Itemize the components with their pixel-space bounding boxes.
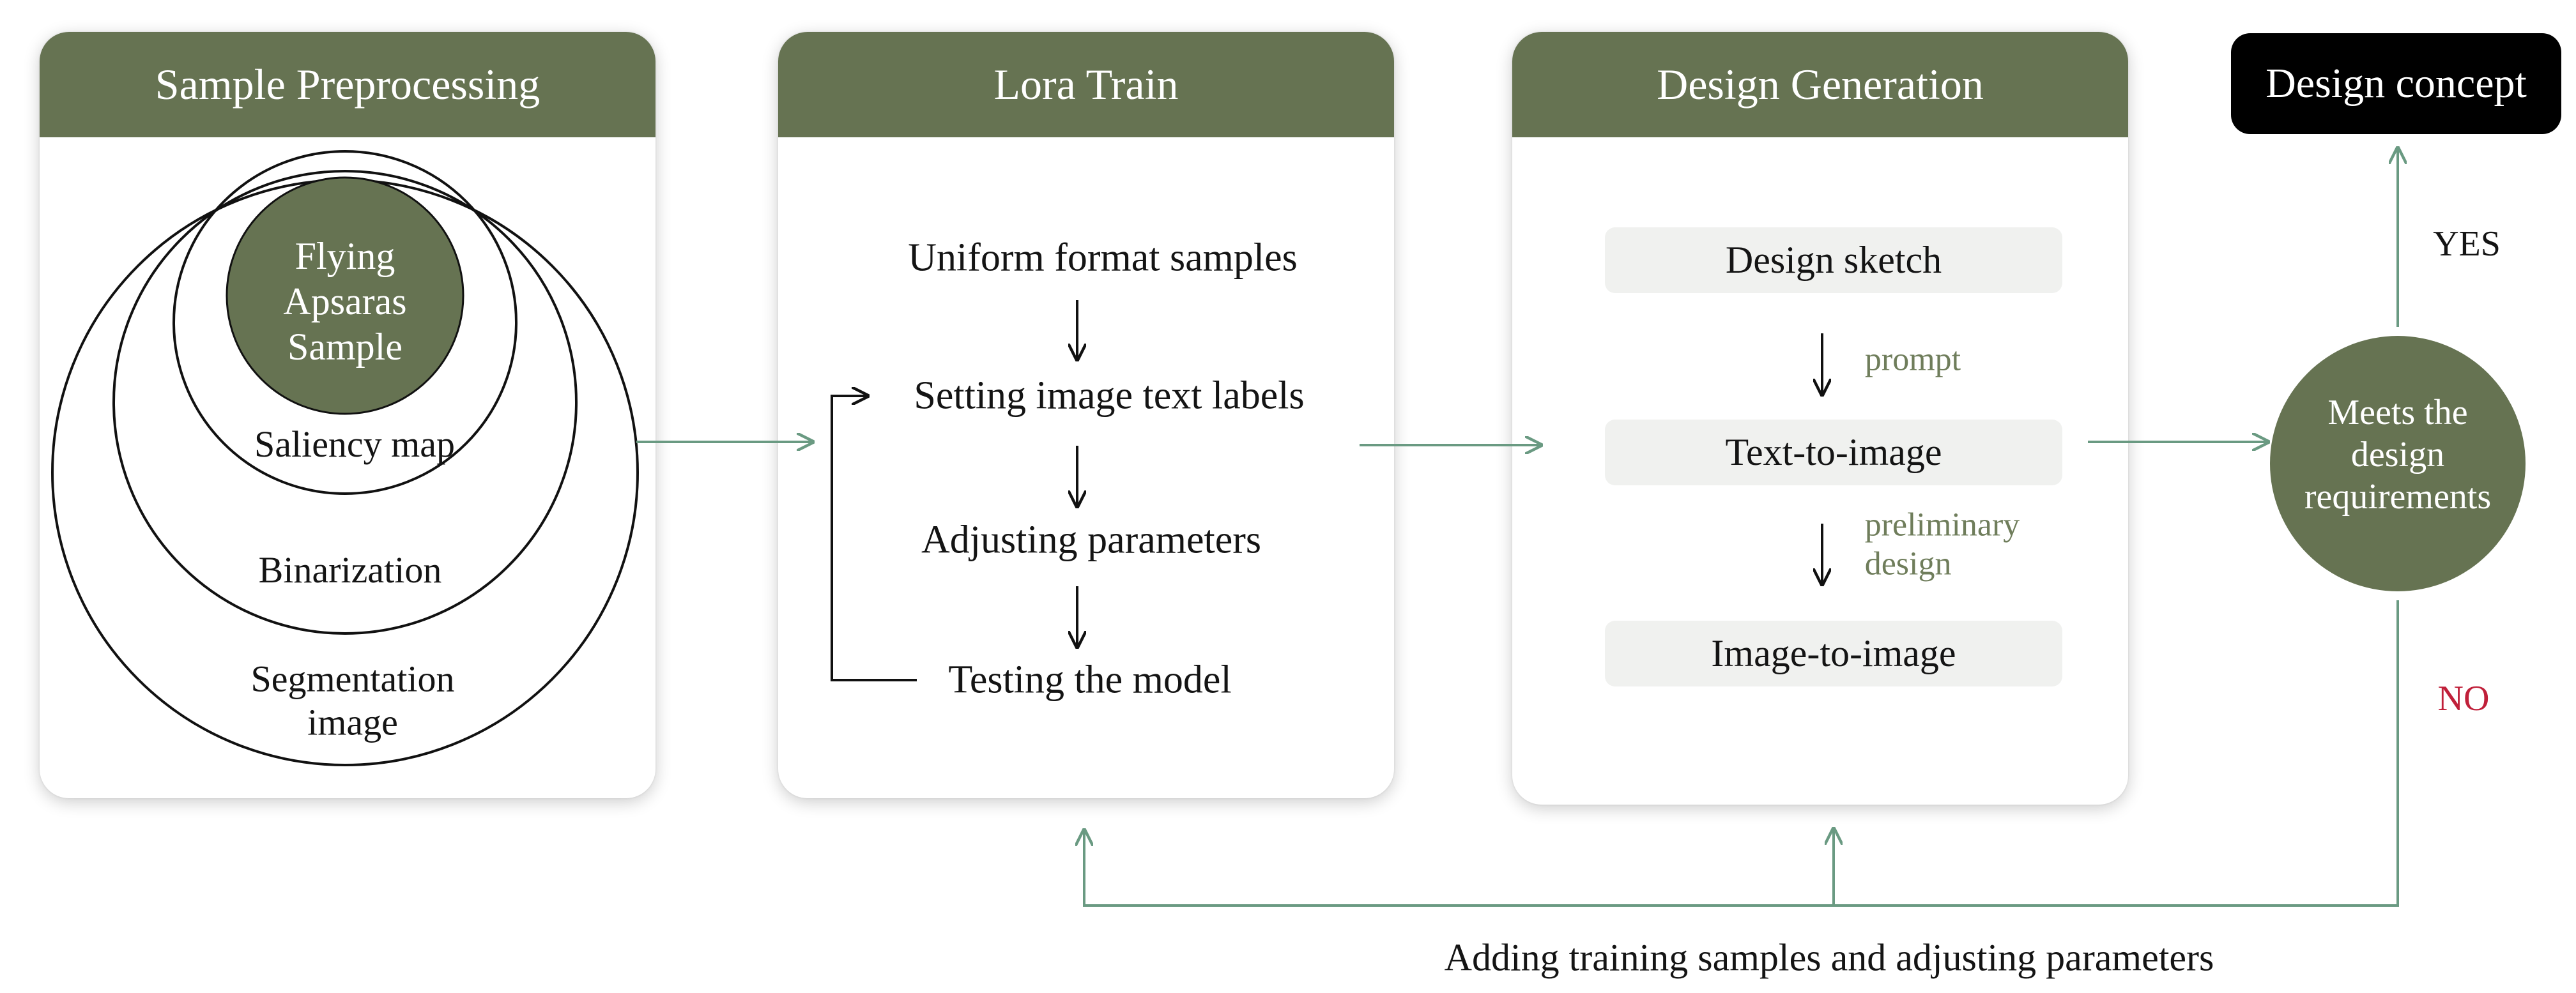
design-concept-box: Design concept (2231, 33, 2561, 134)
lora-step-setting-labels: Setting image text labels (914, 374, 1305, 418)
preliminary-design-label: preliminary design (1865, 506, 2020, 584)
saliency-ring (172, 150, 518, 495)
lora-step-adjusting-parameters: Adjusting parameters (921, 518, 1262, 562)
image-to-image-box: Image-to-image (1605, 621, 2062, 686)
no-label: NO (2437, 678, 2490, 718)
flying-label: Flying (295, 234, 395, 277)
decision-line-2: design (2350, 434, 2445, 474)
yes-label: YES (2433, 224, 2501, 264)
preliminary-label: preliminary (1864, 506, 2020, 543)
lora-loop-bracket (831, 396, 917, 681)
feedback-path (1084, 600, 2399, 907)
apsaras-label: Apsaras (283, 280, 407, 322)
feedback-label: Adding training samples and adjusting pa… (1444, 936, 2214, 979)
segmentation-label: Segmentation (250, 658, 455, 700)
panel-title-lora-train: Lora Train (778, 32, 1394, 137)
decision-line-3: requirements (2304, 477, 2492, 517)
binarization-label: Binarization (258, 549, 442, 591)
decision-line-1: Meets the (2327, 392, 2468, 432)
panel-lora-train: Lora Train (778, 32, 1394, 798)
decision-label: Meets the design requirements (2304, 391, 2491, 518)
panel-sample-preprocessing: Sample Preprocessing (40, 32, 656, 798)
prompt-label: prompt (1864, 341, 1961, 378)
sample-label: Sample (288, 325, 402, 368)
flying-apsaras-label: Flying Apsaras Sample (283, 234, 406, 369)
segmentation-image-label: Segmentation image (251, 658, 455, 745)
panel-title-sample-preprocessing: Sample Preprocessing (40, 32, 656, 137)
text-to-image-box: Text-to-image (1605, 420, 2062, 485)
decision-circle (2270, 336, 2526, 591)
binarization-ring (112, 170, 578, 635)
image-label: image (307, 702, 398, 743)
lora-step-testing-model: Testing the model (948, 658, 1232, 702)
flying-apsaras-sample-circle (226, 176, 464, 415)
lora-step-uniform-format: Uniform format samples (908, 236, 1298, 280)
design-label: design (1864, 546, 1952, 582)
design-sketch-box: Design sketch (1605, 227, 2062, 293)
saliency-map-label: Saliency map (254, 423, 456, 465)
panel-title-design-generation: Design Generation (1512, 32, 2128, 137)
